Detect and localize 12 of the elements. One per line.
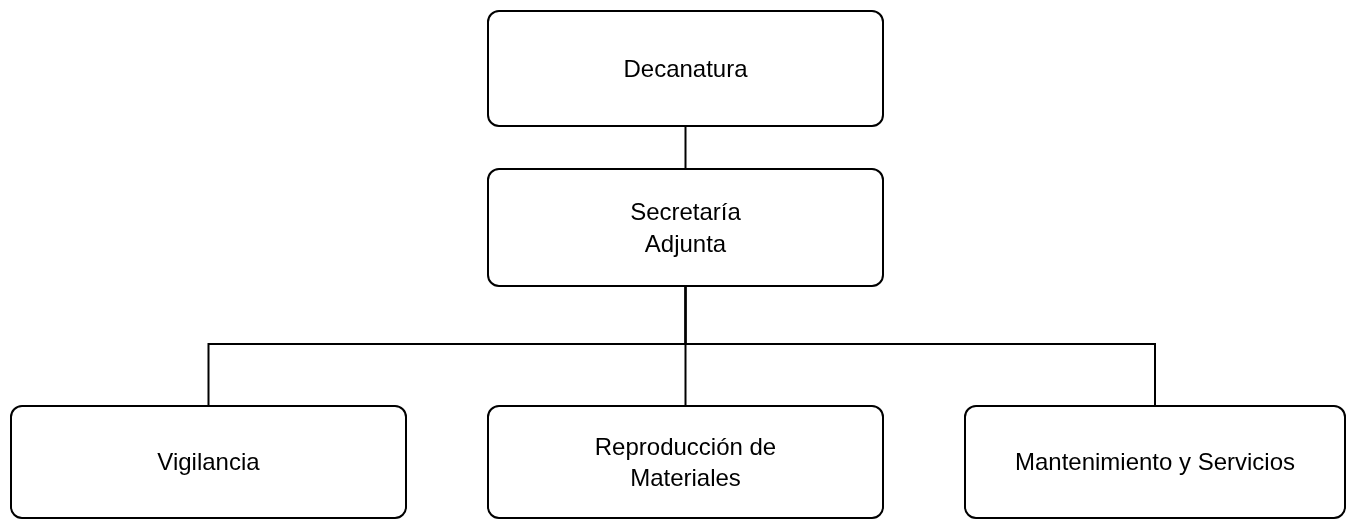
unit-name: Secretaría Adjunta [629, 197, 742, 259]
unit-name: Reproducción de Materiales [593, 431, 778, 493]
org-box [964, 405, 1346, 519]
org-box [487, 10, 884, 127]
unit-name: Decanatura [623, 53, 748, 84]
connector-line [684, 126, 687, 169]
unit-name: Vigilancia [157, 447, 260, 478]
org-box [10, 405, 407, 519]
org-box [487, 168, 884, 287]
unit-name: Mantenimiento y Servicios [1014, 447, 1296, 478]
connector-line [684, 286, 1156, 406]
org-box [487, 405, 884, 519]
